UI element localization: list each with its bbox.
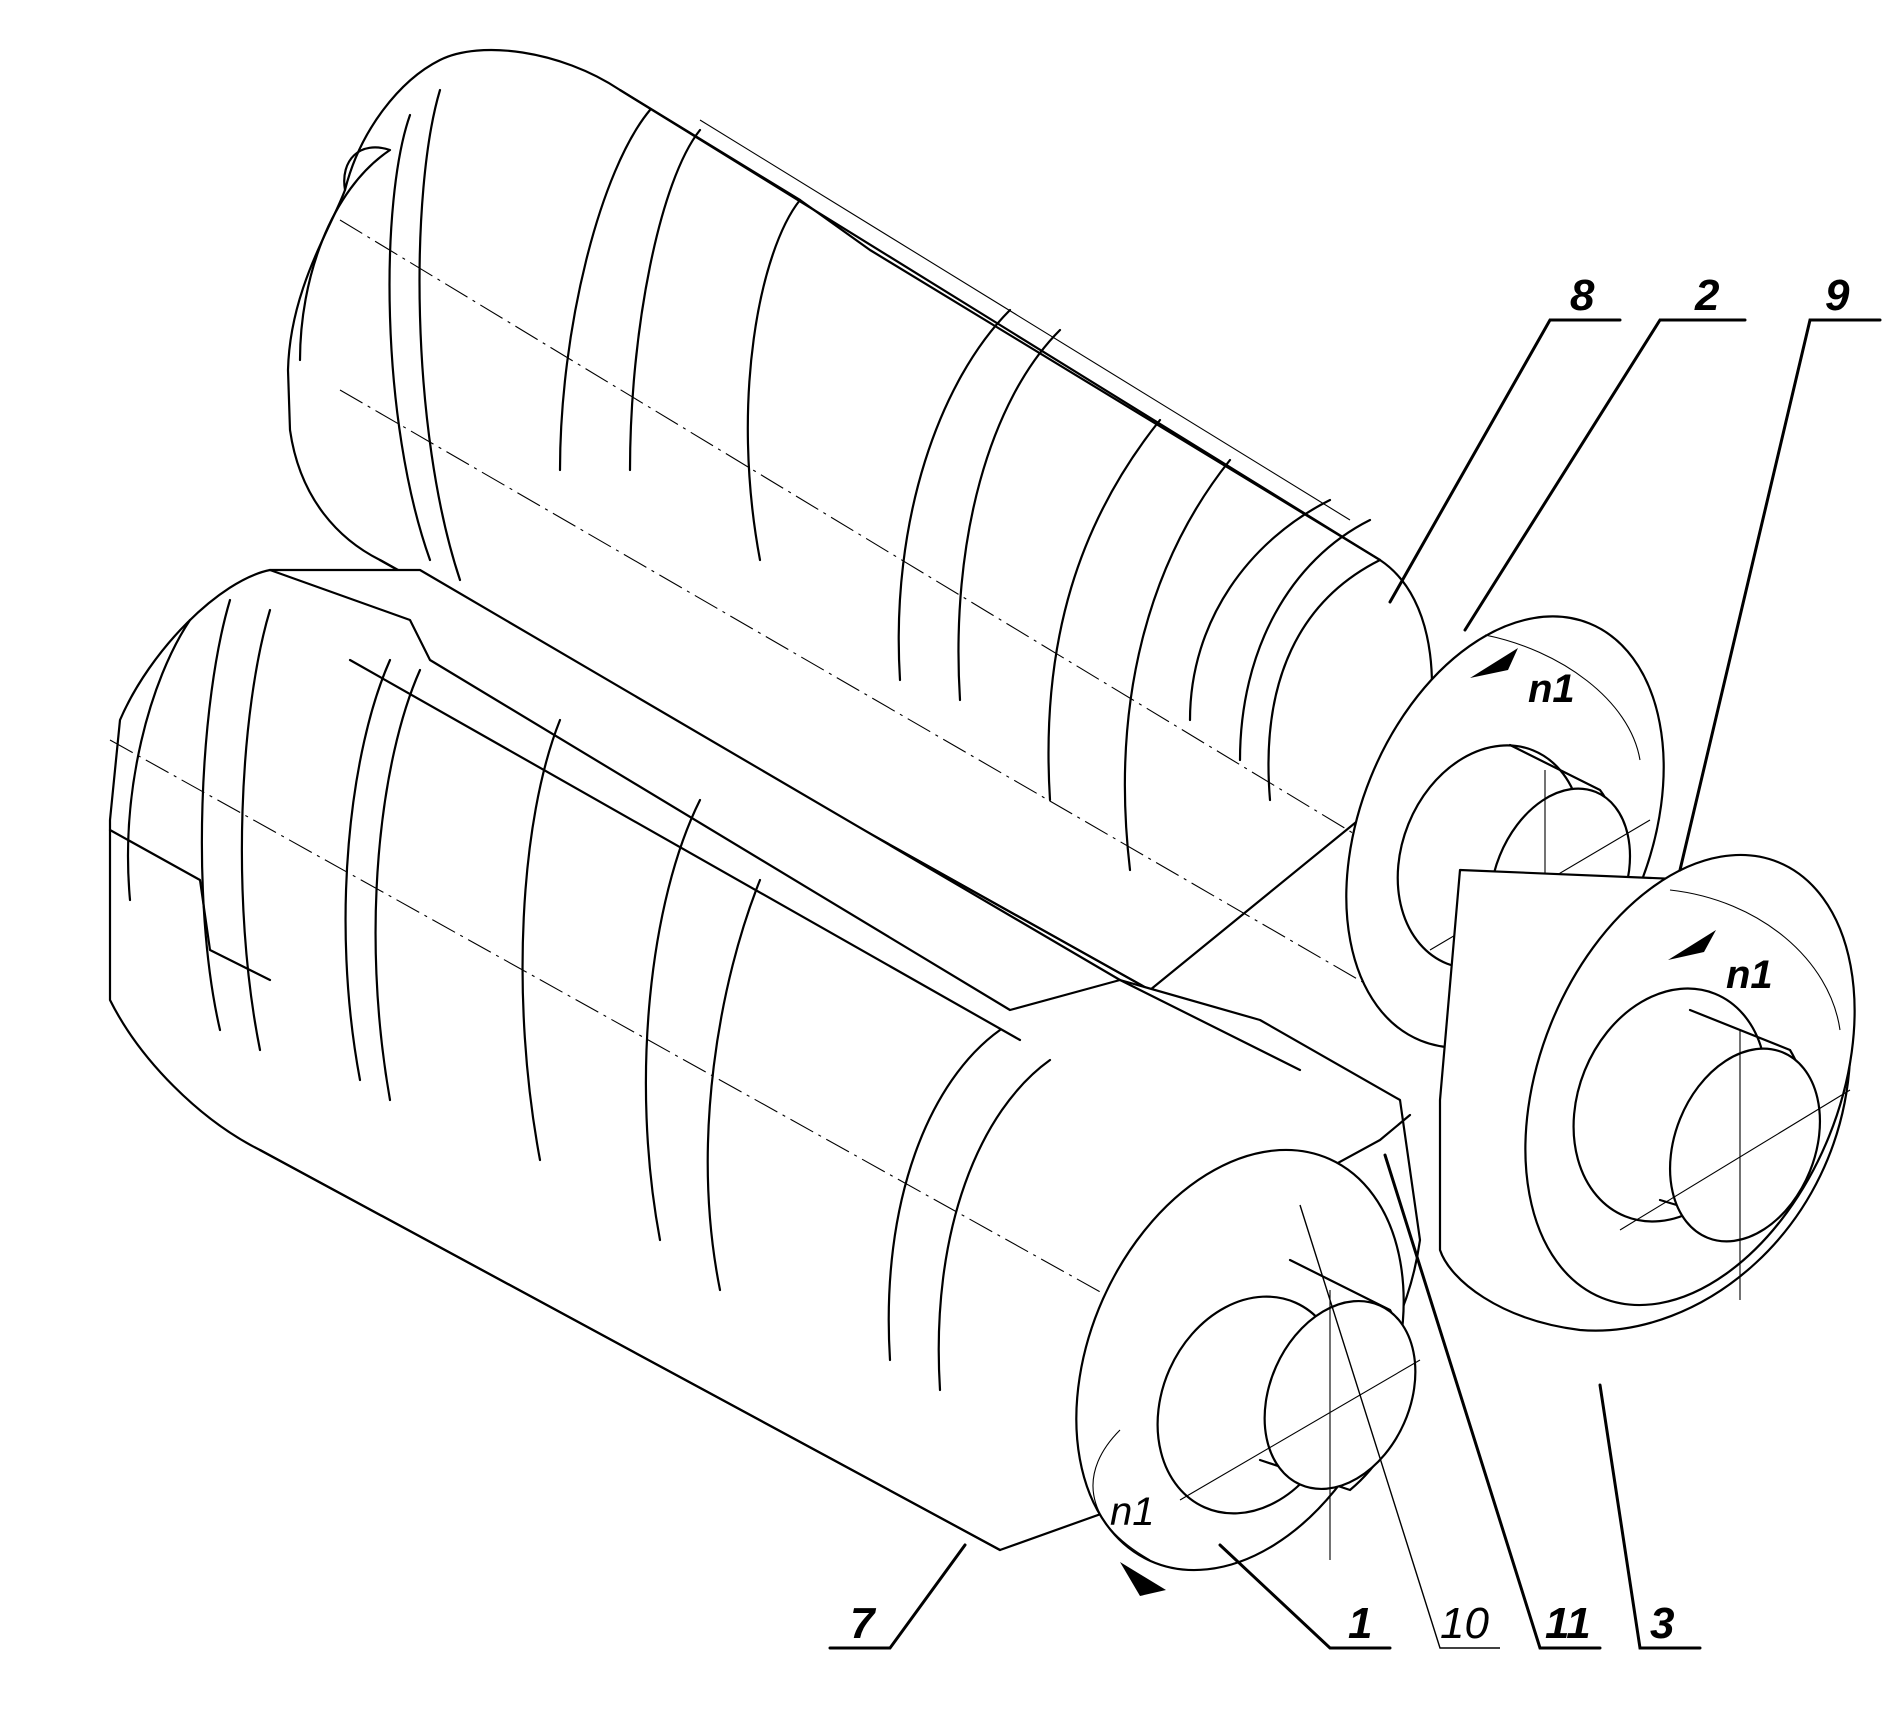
- rotation-label-top: n1: [1528, 667, 1575, 711]
- callout-10: 10: [1440, 1599, 1489, 1648]
- callout-7: 7: [850, 1599, 877, 1648]
- callout-2: 2: [1694, 271, 1720, 320]
- rotation-label-right: n1: [1726, 953, 1773, 997]
- rotation-arrow-right: [1668, 930, 1716, 960]
- leader-lines: [828, 318, 1882, 1650]
- callout-11: 11: [1545, 1599, 1591, 1648]
- callout-9: 9: [1825, 271, 1850, 320]
- rotation-arrow-top: [1470, 648, 1518, 678]
- callout-3: 3: [1650, 1599, 1674, 1648]
- lower-roll: n1: [108, 568, 1422, 1596]
- callout-1: 1: [1348, 1599, 1372, 1648]
- rotation-label-bottom: n1: [1110, 1490, 1155, 1534]
- callout-8: 8: [1570, 271, 1595, 320]
- rotation-arrow-bottom: [1120, 1562, 1166, 1596]
- callout-labels: 8 2 9 7 1 10 11 3: [850, 271, 1850, 1648]
- right-roll: n1: [1438, 853, 1856, 1332]
